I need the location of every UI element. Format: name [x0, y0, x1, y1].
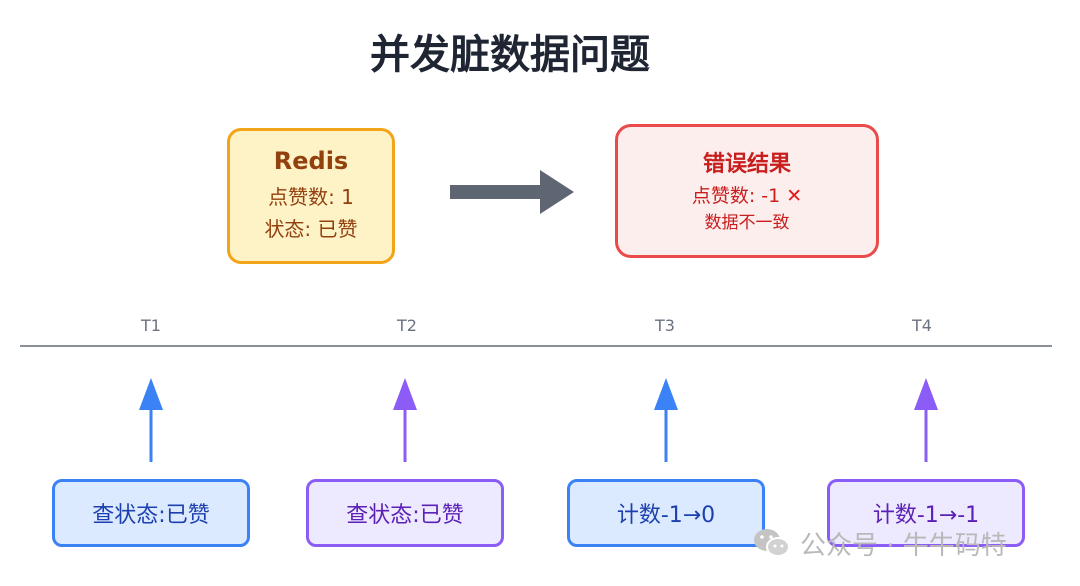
redis-like-count: 点赞数: 1: [268, 185, 354, 209]
error-heading: 错误结果: [702, 152, 791, 177]
redis-state-box: Redis 点赞数: 1 状态: 已赞: [227, 128, 395, 264]
error-description: 数据不一致: [704, 213, 790, 233]
wechat-icon: [754, 529, 790, 557]
step-t1-check-status: 查状态:已赞: [52, 479, 250, 547]
watermark-text: 公众号 · 牛牛码特: [800, 530, 1007, 561]
error-result-box: 错误结果 点赞数: -1 ✕ 数据不一致: [615, 124, 879, 258]
timeline-arrow-t2: [393, 378, 417, 462]
timeline-label-t3: T3: [655, 316, 675, 335]
redis-heading: Redis: [273, 147, 349, 175]
timeline-label-t1: T1: [141, 316, 161, 335]
timeline-label-t2: T2: [397, 316, 417, 335]
timeline-arrow-t1: [139, 378, 163, 462]
error-like-count: 点赞数: -1: [691, 185, 781, 207]
step-t4-decrement: 计数-1→-1: [827, 479, 1025, 547]
redis-like-status: 状态: 已赞: [264, 217, 358, 241]
watermark: 公众号 · 牛牛码特: [752, 523, 1052, 563]
result-arrow: [450, 170, 574, 214]
timeline-label-t4: T4: [912, 316, 932, 335]
diagram-title: 并发脏数据问题: [370, 32, 650, 78]
timeline-arrow-t4: [914, 378, 938, 462]
step-t2-check-status: 查状态:已赞: [306, 479, 504, 547]
error-like-count-row: 点赞数: -1 ✕: [692, 182, 802, 210]
step-t3-decrement: 计数-1→0: [567, 479, 765, 547]
timeline-arrow-t3: [654, 378, 678, 462]
error-x-icon: ✕: [786, 185, 803, 207]
